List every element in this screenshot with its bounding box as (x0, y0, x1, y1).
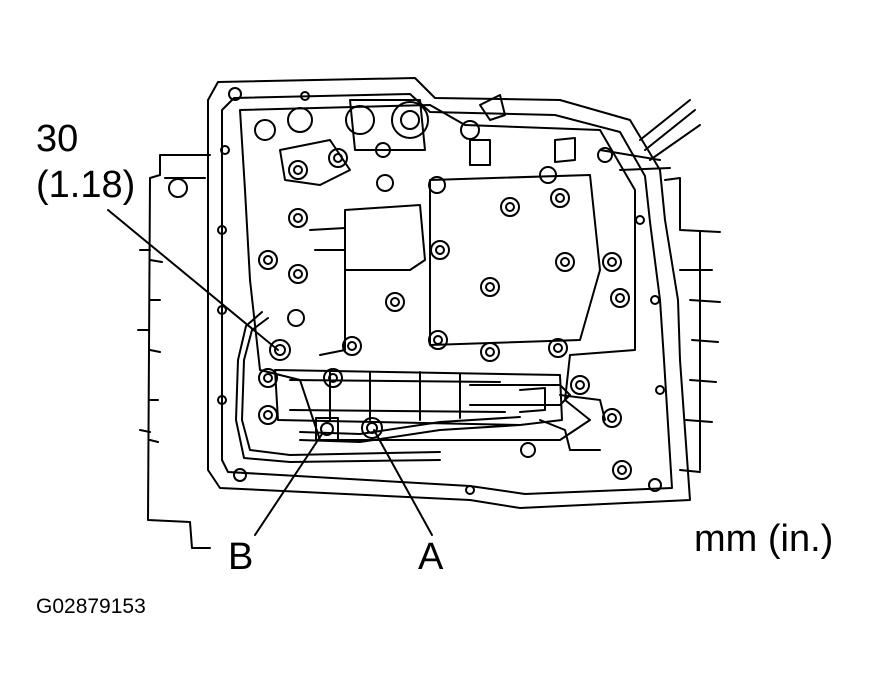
transmission-case-right (664, 177, 721, 473)
bolt-b (315, 417, 339, 441)
callout-a-label: A (418, 536, 444, 578)
callout-b-label: B (228, 536, 254, 578)
bolt-heads (258, 142, 632, 480)
leader-line-torque (107, 209, 279, 351)
valve-body (239, 94, 701, 441)
leader-line-a (373, 429, 433, 536)
leader-line-b (254, 433, 323, 536)
figure-id: G02879153 (36, 595, 146, 618)
units-label: mm (in.) (694, 518, 834, 560)
manual-valve-assembly (274, 369, 606, 426)
oil-pan-flange (207, 77, 691, 509)
torque-bolt (269, 339, 291, 361)
torque-inch-label: (1.18) (36, 164, 136, 206)
transmission-case (137, 154, 211, 549)
torque-value-label: 30 (36, 118, 79, 160)
bolt-a (361, 417, 383, 439)
